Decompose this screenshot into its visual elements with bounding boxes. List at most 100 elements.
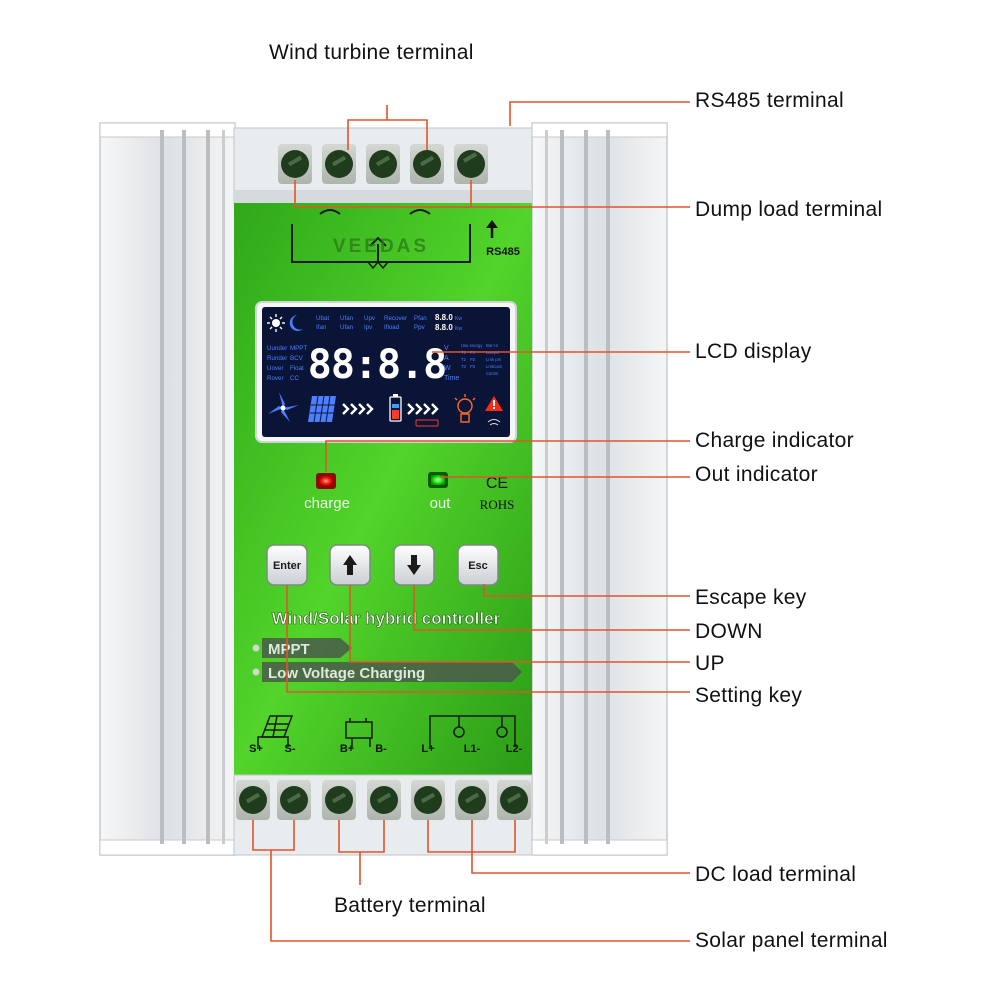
leader-setting: [286, 585, 690, 693]
battery-schematic-icon: [345, 718, 373, 747]
terminal-screw: [236, 780, 270, 820]
lamp-icon: [454, 394, 476, 423]
callout-battery: Battery terminal: [334, 894, 486, 917]
charge-label: charge: [304, 495, 350, 512]
lcd-top-label: Recover: [384, 315, 407, 322]
lcd-unit: A: [444, 355, 449, 362]
callout-dc-load: DC load terminal: [695, 863, 857, 886]
down-arrow-icon: [407, 555, 421, 575]
lcd-small-unit: Kw: [455, 316, 462, 322]
lcd-left-label: CC: [290, 375, 299, 382]
lcd-unit: Time: [444, 375, 459, 382]
output-flow-arrows-icon: [407, 403, 439, 415]
wind-fan-icon: [268, 392, 299, 422]
bottom-terminal-label: S+: [249, 743, 263, 755]
rohs-mark: ROHS: [480, 497, 515, 512]
feature-mppt-bar: MPPT: [252, 638, 352, 658]
lcd-tiny-label: Bat t-s: [486, 343, 498, 348]
lcd-top-label: Ufan: [340, 315, 354, 322]
callout-leaders: [252, 101, 690, 942]
callout-down: DOWN: [695, 620, 763, 643]
moon-icon: [289, 315, 303, 331]
left-heatsink: [99, 122, 236, 856]
lcd-tiny-label: Comm: [486, 371, 499, 376]
brand-watermark: VEEDAS: [333, 236, 429, 257]
lcd-left-label: Runder: [267, 355, 287, 362]
charge-led: [316, 473, 336, 489]
terminal-screw: [455, 780, 489, 820]
lcd-unit: W: [444, 365, 451, 372]
lcd-small-unit: Kw: [455, 326, 462, 332]
leader-solar: [252, 820, 295, 851]
terminal-screw: [454, 144, 488, 184]
right-heatsink: [531, 122, 668, 856]
down-key[interactable]: [393, 544, 435, 586]
top-terminals: [278, 144, 488, 184]
lcd-left-label: Uunder: [267, 345, 287, 352]
bottom-terminal-label: S-: [285, 743, 296, 755]
feature-lowv-label: Low Voltage Charging: [268, 665, 425, 682]
esc-key[interactable]: Esc: [457, 544, 499, 586]
bottom-terminal-label: L+: [421, 743, 434, 755]
rs485-panel-label: RS485: [486, 246, 520, 258]
lcd-small-readout: 8.8.0: [435, 313, 453, 322]
lcd-top-label: Ppv: [414, 324, 426, 331]
charge-flow-arrows-icon: [342, 403, 374, 415]
leader-battery: [338, 820, 385, 853]
solar-panel-icon: [308, 395, 336, 423]
lcd-tiny-label: T2: [461, 357, 467, 362]
product-title: Wind/Solar hybrid controller: [272, 609, 501, 628]
out-led: [428, 472, 448, 488]
callout-out-indicator: Out indicator: [695, 463, 818, 486]
leader-escape: [483, 584, 690, 597]
terminal-screw: [366, 144, 400, 184]
terminal-screw: [278, 144, 312, 184]
terminal-screw: [322, 780, 356, 820]
load-schematic-icon: [429, 715, 516, 747]
callout-solar: Solar panel terminal: [695, 929, 888, 952]
callout-setting-key: Setting key: [695, 684, 803, 707]
wind-schematic: [291, 209, 471, 270]
feature-lowv-bar: Low Voltage Charging: [252, 662, 522, 682]
leader-dc-load-stem: [471, 820, 690, 874]
leader-rs485: [509, 101, 690, 126]
terminal-screw: [322, 144, 356, 184]
lcd-unit: V: [444, 345, 449, 352]
up-arrow-icon: [343, 555, 357, 575]
leader-down: [413, 585, 690, 631]
lcd-tiny-label: Lrnkcam: [486, 364, 503, 369]
battery-icon: [389, 394, 402, 422]
lcd-top-label: Ifan: [316, 324, 327, 331]
solar-schematic-icon: [257, 715, 294, 747]
lcd-top-label: Ubat: [316, 315, 329, 322]
callout-wind-turbine: Wind turbine terminal: [269, 41, 474, 64]
lcd-small-readout: 8.8.0: [435, 323, 453, 332]
lcd-top-label: Ifload: [384, 324, 400, 331]
leader-charge: [325, 440, 690, 472]
lcd-tiny-label: P2: [470, 357, 476, 362]
lcd-tiny-label: Use energy: [461, 343, 483, 348]
callout-escape-key: Escape key: [695, 586, 807, 609]
terminal-screw: [411, 780, 445, 820]
bottom-terminal-label: L2-: [506, 743, 523, 755]
warning-icon: [485, 396, 503, 411]
lcd-display: Ubat Ufan Upv Recover Pfan Ifan Ufan Ipv…: [255, 301, 517, 443]
enter-key-label: Enter: [273, 560, 302, 572]
terminal-screw: [277, 780, 311, 820]
bottom-terminal-label: B-: [375, 743, 387, 755]
esc-key-label: Esc: [468, 560, 488, 572]
lcd-tiny-label: T3: [461, 364, 467, 369]
rs485-arrow-icon: [486, 220, 498, 238]
leader-up: [349, 585, 690, 663]
feature-mppt-label: MPPT: [268, 641, 310, 658]
enter-key[interactable]: Enter: [266, 544, 308, 586]
lcd-top-label: Ufan: [340, 324, 354, 331]
up-key[interactable]: [329, 544, 371, 586]
callout-lcd: LCD display: [695, 340, 812, 363]
sun-icon: [267, 314, 285, 332]
lcd-left-label: MPPT: [290, 345, 307, 352]
bottom-terminals: [236, 780, 531, 820]
lcd-top-label: Ipv: [364, 324, 373, 331]
lcd-main-digits: 88:8.8: [308, 342, 447, 388]
